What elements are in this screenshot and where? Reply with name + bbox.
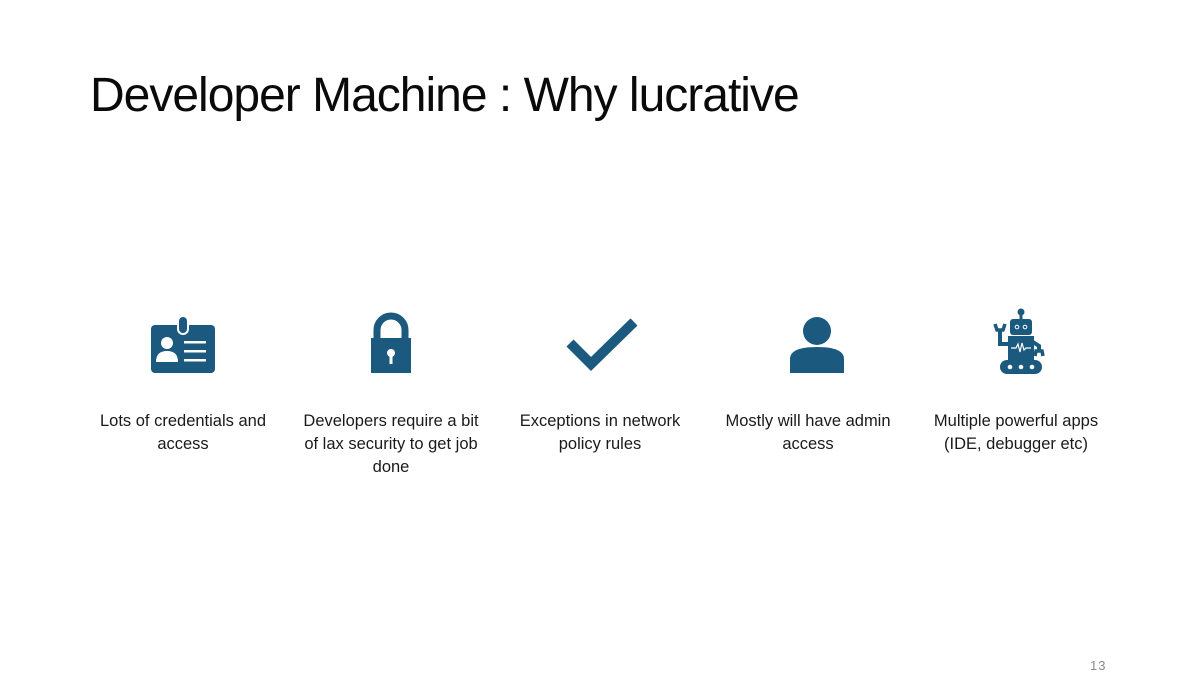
slide-title: Developer Machine : Why lucrative [90,69,800,122]
feature-item-powerful-apps: Multiple powerful apps (IDE, debugger et… [921,300,1111,456]
feature-list: Lots of credentials and access Developer… [0,300,1200,500]
feature-item-admin-access: Mostly will have admin access [713,300,903,456]
feature-item-lax-security: Developers require a bit of lax security… [296,300,486,479]
feature-caption: Mostly will have admin access [725,412,891,453]
feature-caption: Developers require a bit of lax security… [303,412,479,476]
feature-caption: Lots of credentials and access [99,412,267,453]
user-icon [768,300,848,380]
id-badge-icon [143,300,223,380]
page-number: 13 [1090,658,1107,673]
feature-item-credentials: Lots of credentials and access [88,300,278,456]
feature-item-network-exceptions: Exceptions in network policy rules [505,300,695,456]
robot-icon [976,300,1056,380]
checkmark-icon [560,300,640,380]
feature-caption: Multiple powerful apps (IDE, debugger et… [933,412,1099,453]
lock-icon [351,300,431,380]
feature-caption: Exceptions in network policy rules [519,412,681,453]
